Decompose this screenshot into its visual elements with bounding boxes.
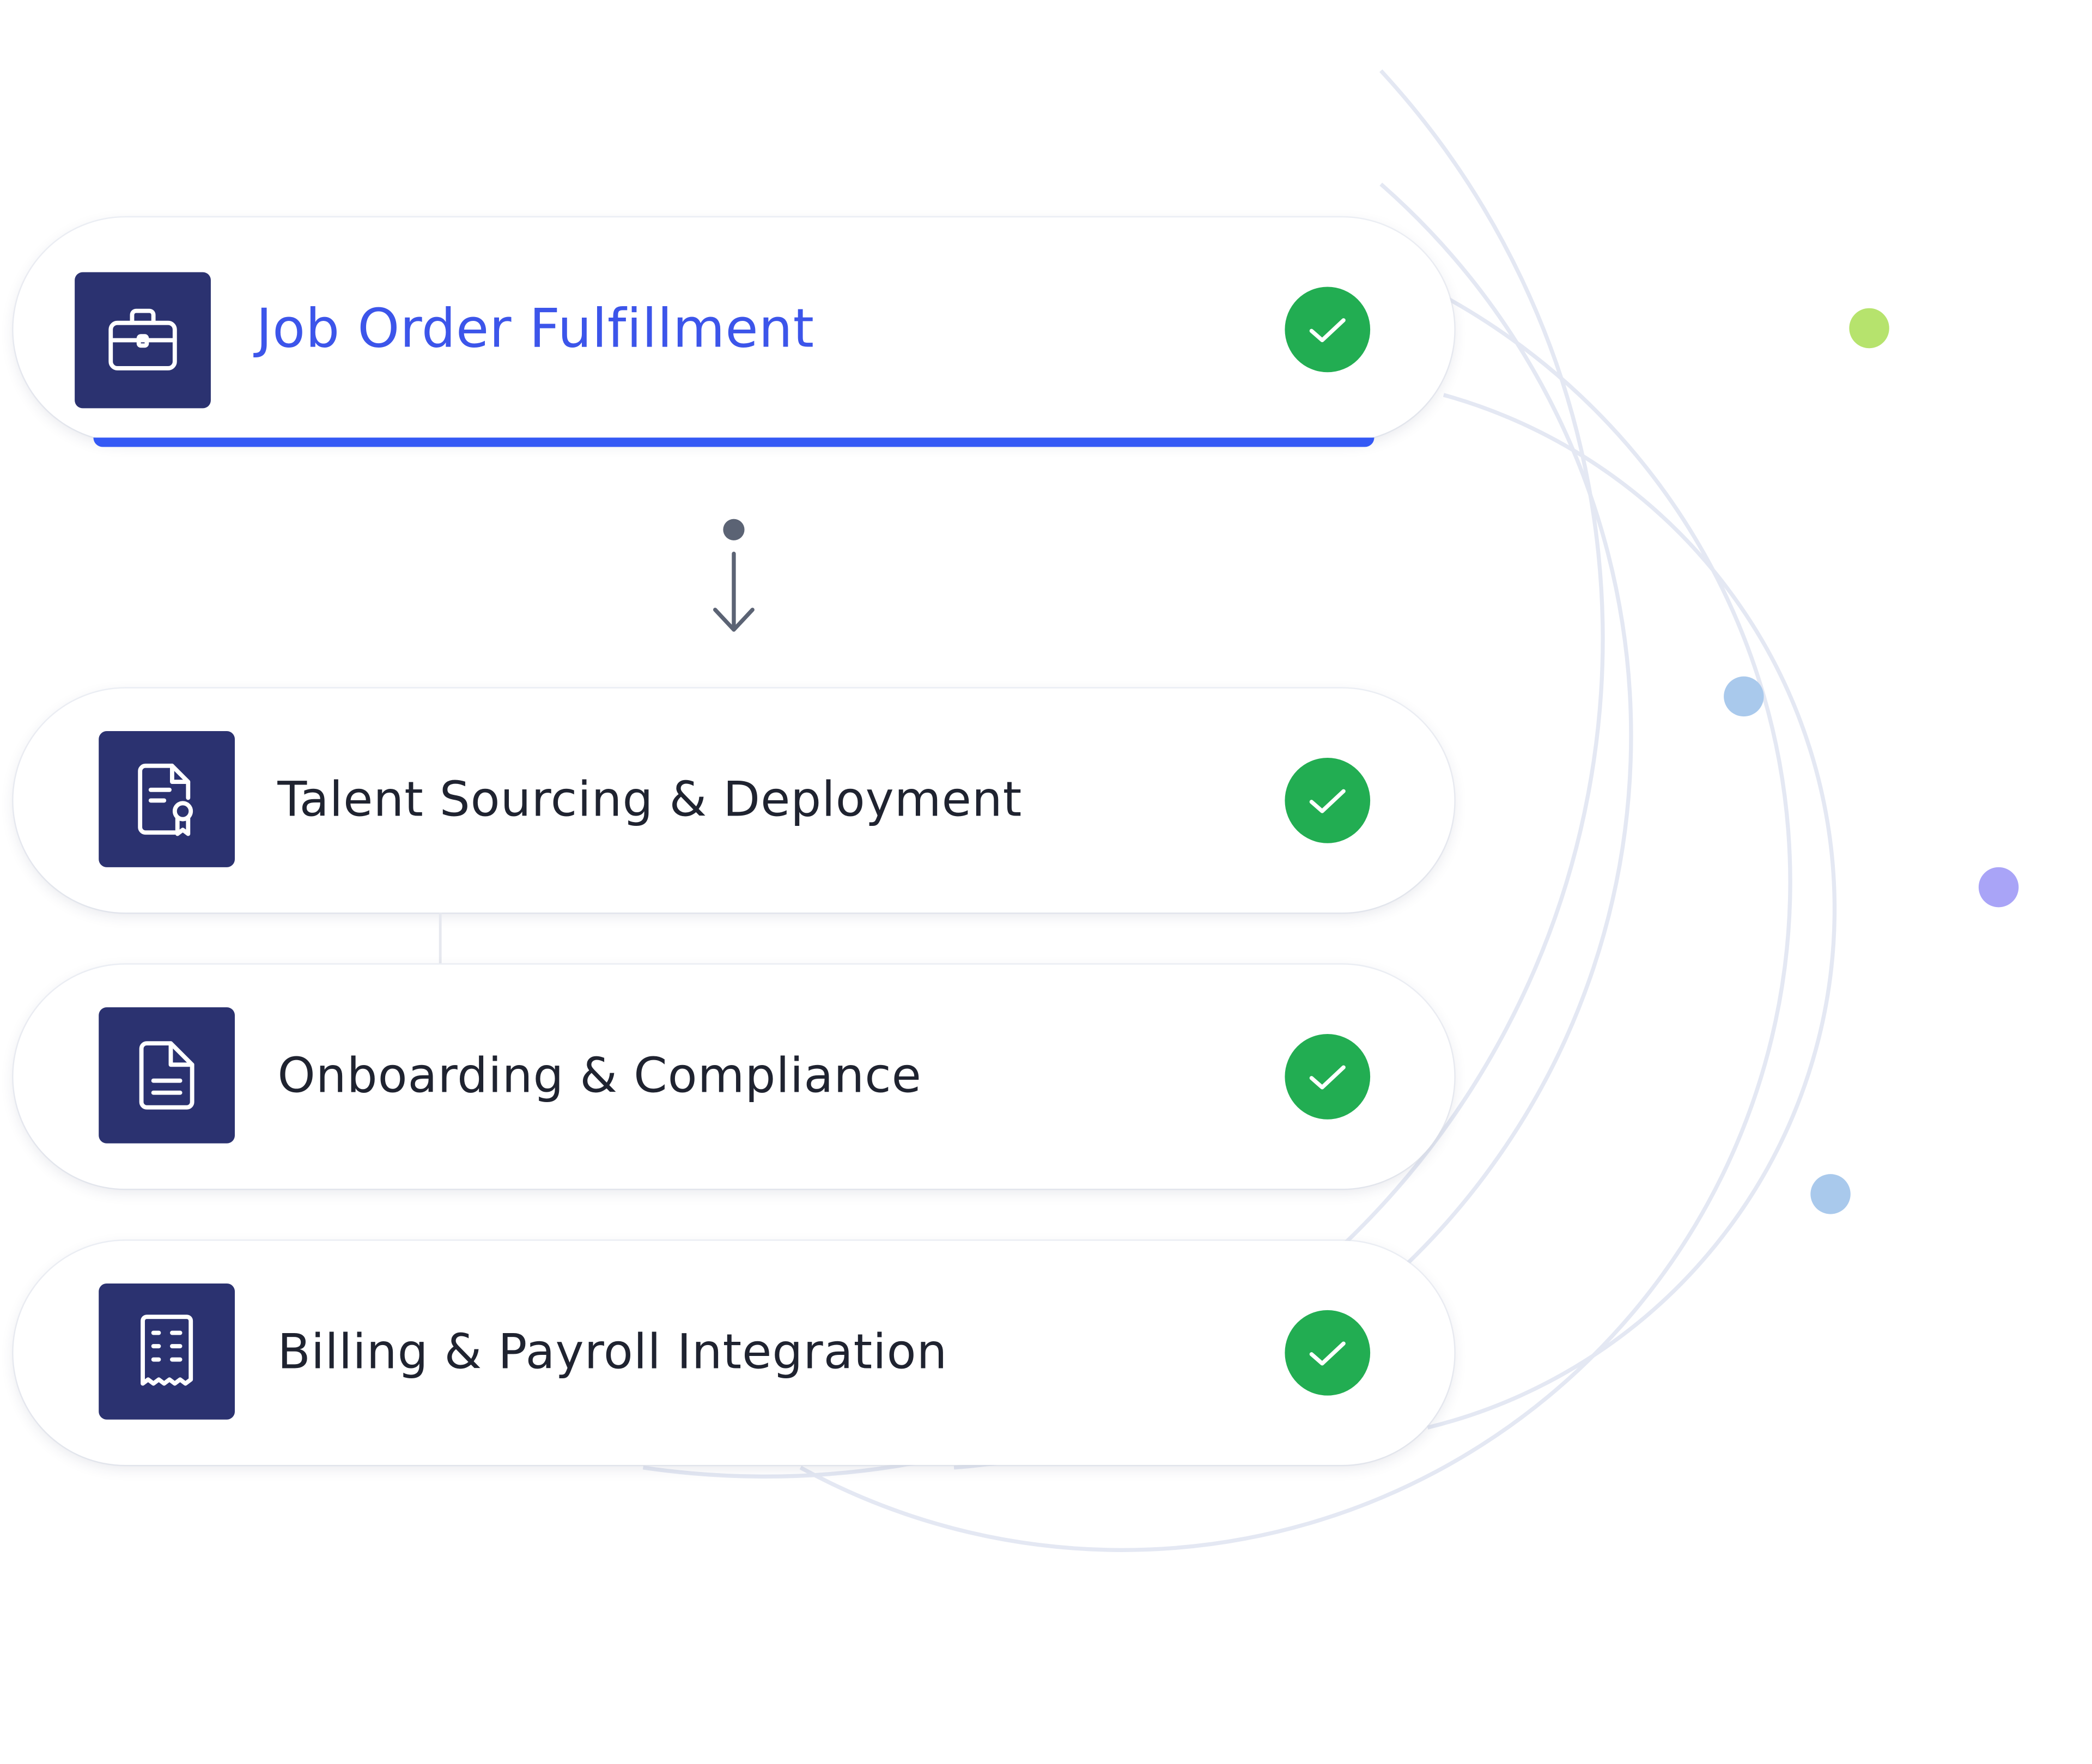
check-circle-icon xyxy=(1285,1033,1371,1120)
orbit-dot-blue-lower xyxy=(1810,1174,1851,1214)
step-label: Job Order Fulfillment xyxy=(256,299,815,361)
orbit-dot-blue-upper xyxy=(1724,676,1764,717)
orbit-arc-2 xyxy=(799,294,1792,1552)
certificate-document-icon xyxy=(99,731,235,867)
briefcase-icon xyxy=(75,272,211,409)
step-card-job-order-fulfillment[interactable]: Job Order Fulfillment xyxy=(13,217,1455,447)
step-label: Onboarding & Compliance xyxy=(277,1049,922,1104)
down-arrow-icon xyxy=(713,519,755,632)
check-circle-icon xyxy=(1285,758,1371,843)
step-label: Talent Sourcing & Deployment xyxy=(277,773,1023,828)
orbit-arc-1 xyxy=(1427,393,1837,1430)
check-circle-icon xyxy=(1285,287,1371,373)
check-circle-icon xyxy=(1285,1310,1371,1396)
step-card-talent-sourcing[interactable]: Talent Sourcing & Deployment xyxy=(13,688,1455,913)
step-divider xyxy=(439,913,442,964)
orbit-dot-purple xyxy=(1978,867,2019,908)
step-card-onboarding-compliance[interactable]: Onboarding & Compliance xyxy=(13,964,1455,1189)
document-icon xyxy=(99,1007,235,1143)
receipt-icon xyxy=(99,1283,235,1420)
active-step-underline xyxy=(93,437,1375,447)
step-label: Billing & Payroll Integration xyxy=(277,1325,948,1380)
step-card-billing-payroll[interactable]: Billing & Payroll Integration xyxy=(13,1240,1455,1465)
orbit-dot-green xyxy=(1849,308,1889,349)
